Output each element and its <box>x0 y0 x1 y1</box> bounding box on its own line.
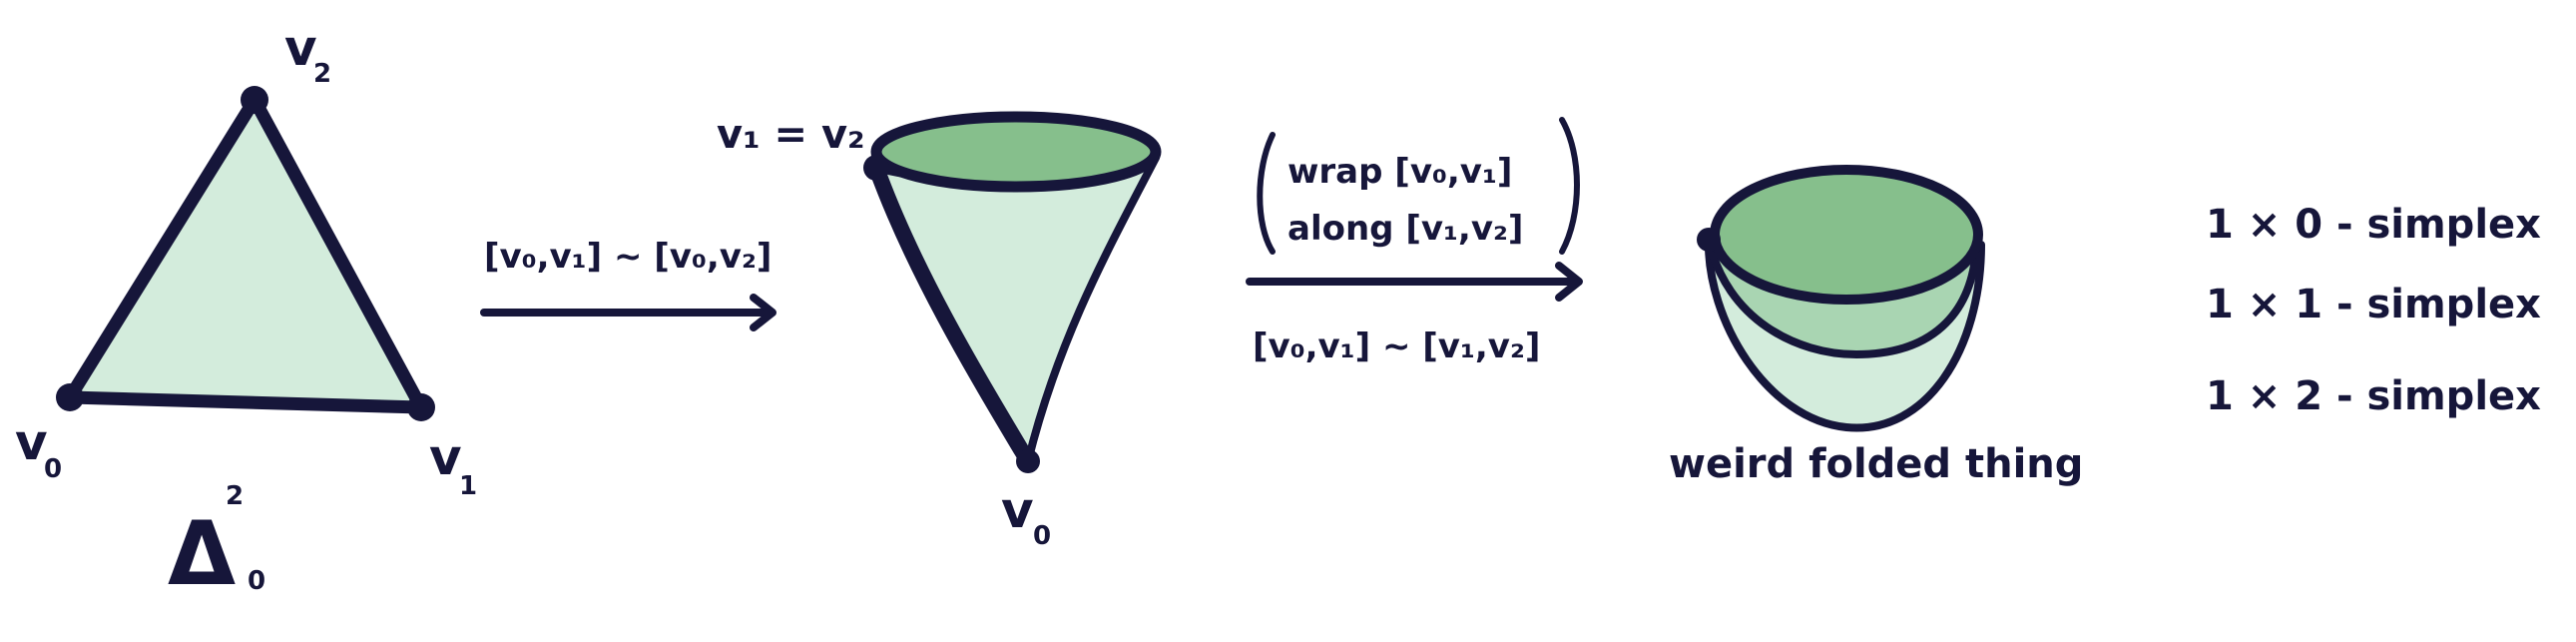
cone <box>863 111 1162 473</box>
arrow-2-line1: wrap [v₀,v₁] <box>1288 152 1512 192</box>
count-1-simplex: 1 × 1 - simplex <box>2206 282 2541 327</box>
simplex-name: Δ <box>168 502 236 605</box>
vertex-v1-dot <box>407 393 435 421</box>
count-2-simplex: 1 × 2 - simplex <box>2206 373 2541 419</box>
arrow-1 <box>480 294 776 331</box>
vertex-v2-subscript: 2 <box>313 59 331 89</box>
cone-top-label: v₁ = v₂ <box>717 112 865 158</box>
bowl-rim <box>1710 165 1983 305</box>
vertex-v1-label: v <box>429 428 462 486</box>
arrow-2-line2: along [v₁,v₂] <box>1288 209 1523 249</box>
vertex-v2-dot <box>241 86 268 114</box>
cone-side <box>872 154 1160 465</box>
folded-bowl <box>1697 165 1985 432</box>
vertex-v1-subscript: 1 <box>459 471 477 501</box>
cone-bottom-subscript: 0 <box>1033 521 1051 551</box>
vertex-v2-label: v <box>284 19 317 77</box>
vertex-v0-label: v <box>15 413 48 471</box>
simplex-name-subscript: 0 <box>248 566 265 596</box>
triangle-face <box>63 93 428 414</box>
cone-seam <box>868 160 1036 469</box>
cone-apex-bottom-dot <box>1016 449 1040 473</box>
cone-apex-top-dot <box>863 155 889 181</box>
cone-bottom-label: v <box>1001 481 1034 539</box>
bowl-vertex-dot <box>1697 228 1721 252</box>
count-0-simplex: 1 × 0 - simplex <box>2206 202 2541 248</box>
triangle-2-simplex <box>56 86 435 421</box>
cone-opening <box>870 111 1162 193</box>
vertex-v0-subscript: 0 <box>44 454 62 484</box>
bowl-caption: weird folded thing <box>1669 441 2083 487</box>
simplex-counts: 1 × 0 - simplex 1 × 1 - simplex 1 × 2 - … <box>2206 202 2541 419</box>
arrow-1-label: [v₀,v₁] ~ [v₀,v₂] <box>484 237 772 277</box>
arrow-2-below-label: [v₀,v₁] ~ [v₁,v₂] <box>1253 326 1540 366</box>
simplex-name-superscript: 2 <box>226 481 244 511</box>
vertex-v0-dot <box>56 383 84 411</box>
arrow-2 <box>1246 117 1583 302</box>
